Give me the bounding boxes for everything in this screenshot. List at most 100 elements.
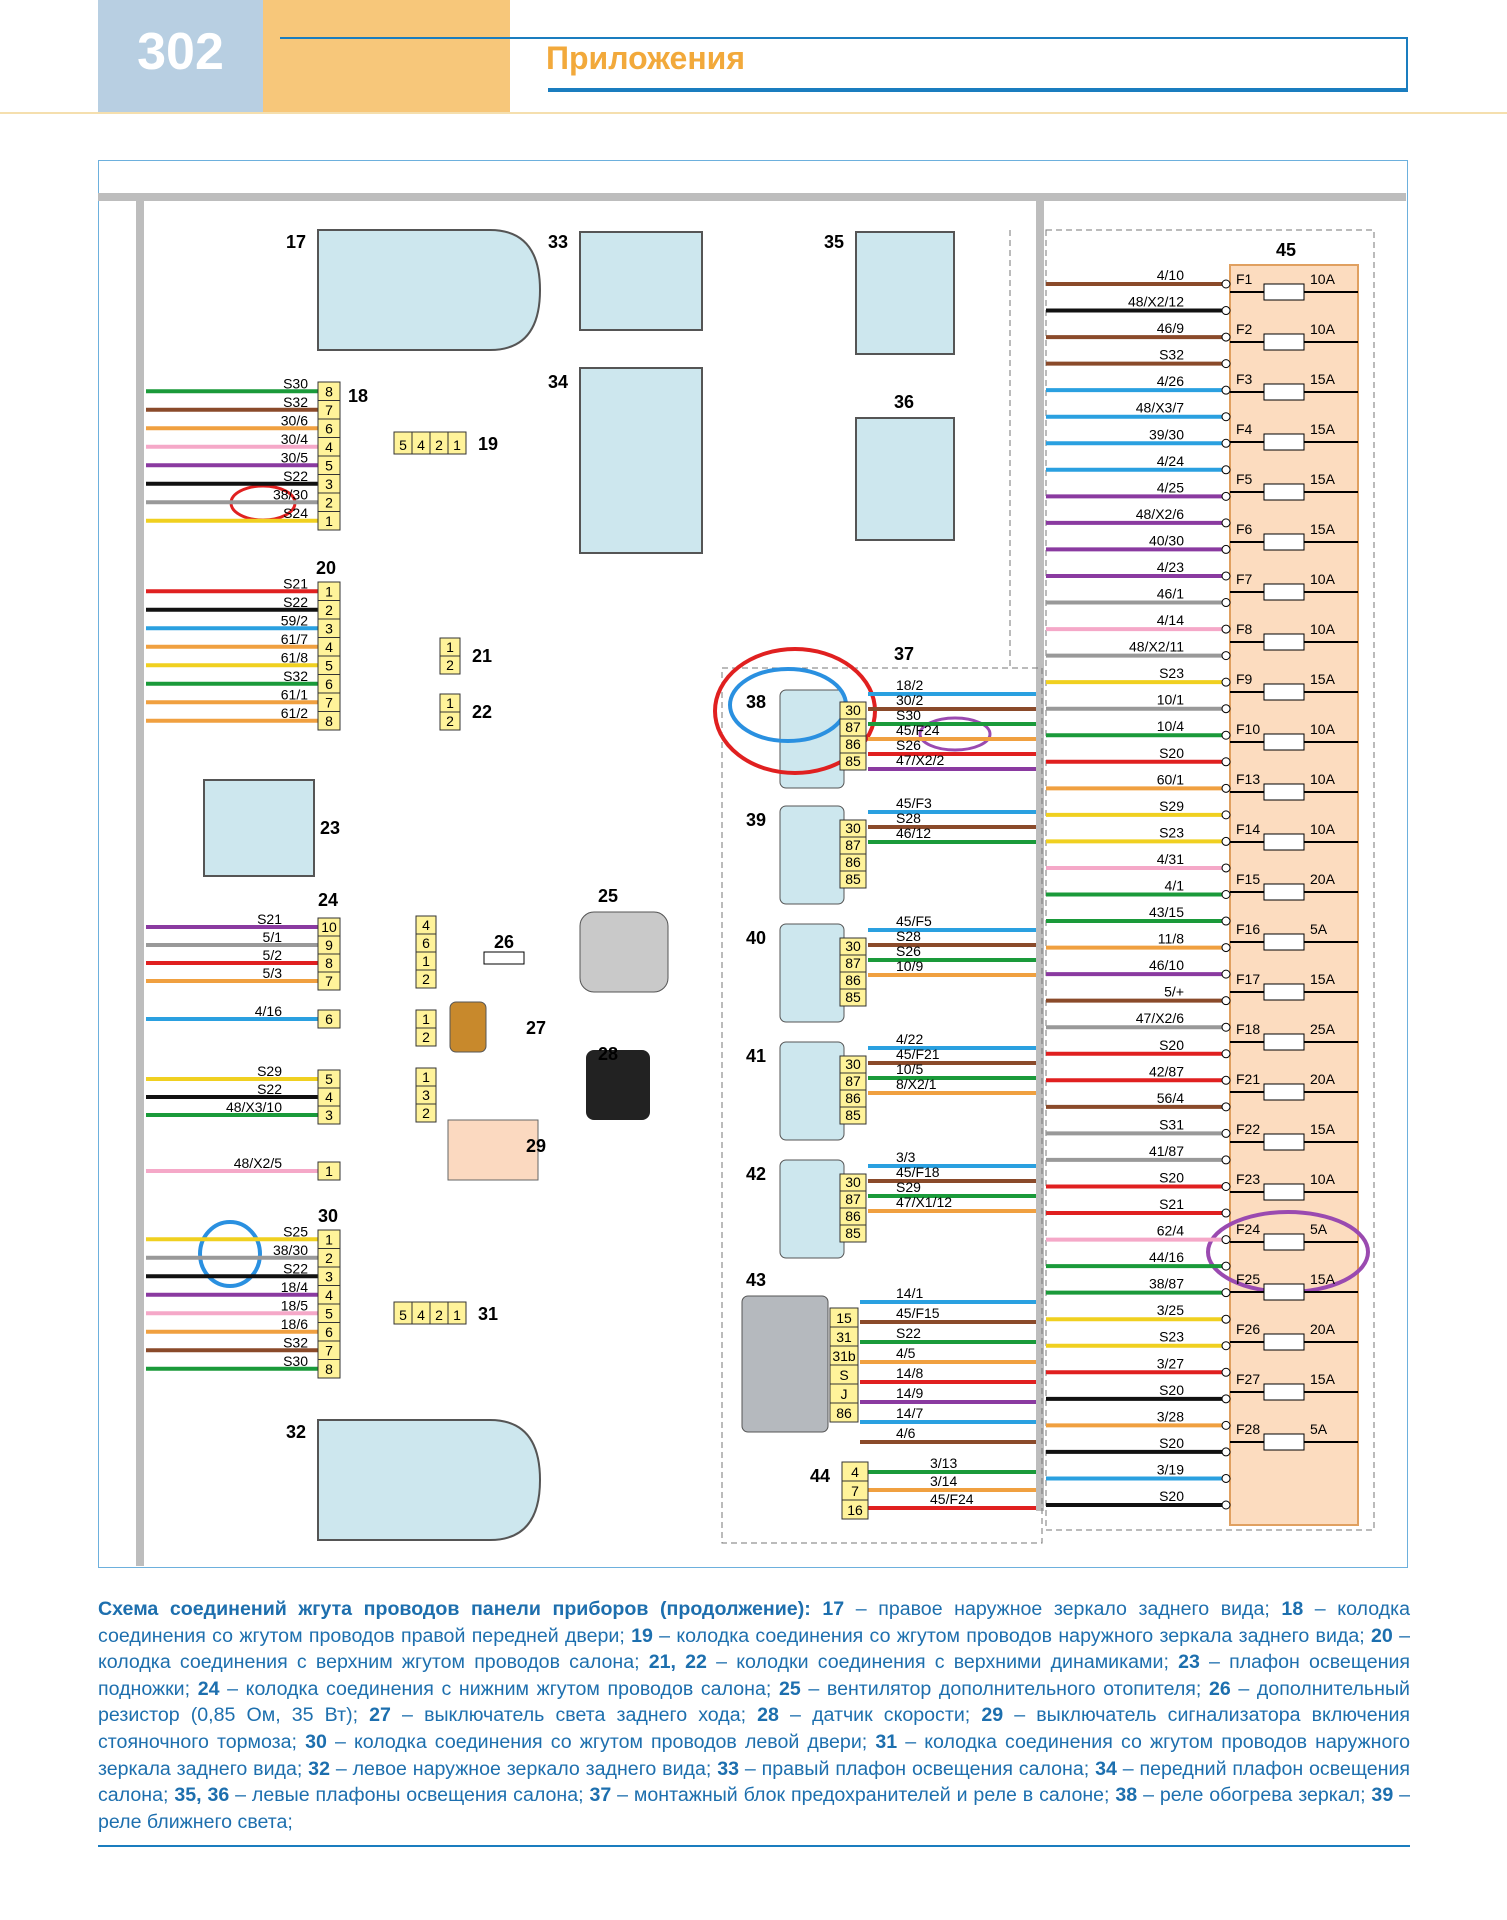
caption-item-text-5: – плафон освещения подножки; xyxy=(98,1651,1411,1700)
fuse-rating-F3: 15A xyxy=(1310,371,1336,387)
module43-wire-label-4: 14/8 xyxy=(896,1365,923,1381)
connector18-wire-label-2: 30/6 xyxy=(281,412,308,428)
relay-r38-pin-0-label: 30 xyxy=(845,702,861,718)
caption-item-text-13: – колодка соединения со жгутом проводов … xyxy=(98,1730,1410,1780)
fuse-F24 xyxy=(1263,1233,1305,1251)
connector24-wire-label-6: S22 xyxy=(257,1081,282,1097)
fuse-terminal-24 xyxy=(1221,916,1231,926)
fuse-terminal-16 xyxy=(1221,704,1231,714)
module43-wire-label-3: 4/5 xyxy=(896,1345,916,1361)
caption-item-number-7: 25 xyxy=(778,1677,801,1700)
fuse-wire-label-10: 40/30 xyxy=(1149,532,1184,548)
fuse-wire-label-14: 48/X2/11 xyxy=(1129,639,1184,655)
module43-wire-label-0: 14/1 xyxy=(896,1285,923,1301)
fuse-id-F14: F14 xyxy=(1236,821,1260,837)
module43-pin-3-label: S xyxy=(839,1367,848,1383)
fuse-rating-F22: 15A xyxy=(1310,1121,1336,1137)
fuse-wire-label-8: 4/25 xyxy=(1157,479,1184,495)
fuse-block-outline xyxy=(1045,229,1375,1531)
fuse-wire-label-16: 10/1 xyxy=(1157,692,1184,708)
caption-item-text-11: – выключатель сигнализатора включения ст… xyxy=(98,1704,1411,1753)
relay-r39-pin-3-label: 85 xyxy=(845,871,861,887)
component-number-c19: 19 xyxy=(478,434,498,454)
connector28-pin-2-label: 2 xyxy=(422,1105,430,1121)
relay-r38-wire-label-1: 30/2 xyxy=(896,692,923,708)
connector18-wire-label-1: S32 xyxy=(283,394,308,410)
fuse-terminal-11 xyxy=(1221,571,1231,581)
fuse-wire-label-21: S23 xyxy=(1159,824,1184,840)
fuse-rating-F17: 15A xyxy=(1310,971,1336,987)
connector24-pin-4-label: 6 xyxy=(325,1011,333,1027)
component-number-c36: 36 xyxy=(894,392,914,412)
fuse-id-F9: F9 xyxy=(1236,671,1253,687)
connector24-wire-label-1: 5/1 xyxy=(263,929,283,945)
fuse-F6 xyxy=(1263,533,1305,551)
fuse-terminal-8 xyxy=(1221,491,1231,501)
fuse-id-F25: F25 xyxy=(1236,1271,1260,1287)
connector30-pin-4-label: 5 xyxy=(325,1306,333,1322)
connector24-wire-label-5: S29 xyxy=(257,1063,282,1079)
fuse-rating-F13: 10A xyxy=(1310,771,1336,787)
connector30-wire-label-0: S25 xyxy=(283,1223,308,1239)
caption-item-number-18: 37 xyxy=(589,1784,612,1807)
fuse-wire-label-17: 10/4 xyxy=(1157,718,1184,734)
caption-item-text-1: – колодка соединения со жгутом проводов … xyxy=(98,1598,1410,1647)
relay-r42-wire-label-1: 45/F18 xyxy=(896,1164,940,1180)
module43-wire-label-5: 14/9 xyxy=(896,1385,923,1401)
connector27-pin-1-label: 2 xyxy=(422,1029,430,1045)
connector31-pin-0-label: 5 xyxy=(399,1307,407,1323)
fuse-terminal-19 xyxy=(1221,783,1231,793)
relay-r42-pin-3-label: 85 xyxy=(845,1225,861,1241)
caption-item-number-4: 21, 22 xyxy=(648,1651,707,1674)
fuse-wire-label-3: S32 xyxy=(1159,347,1184,363)
fuse-F4 xyxy=(1263,433,1305,451)
connector30-wire-label-3: 18/4 xyxy=(281,1279,308,1295)
fuse-wire-label-30: 42/87 xyxy=(1149,1063,1184,1079)
connector20-pin-4-label: 5 xyxy=(325,658,333,674)
component-number-c42: 42 xyxy=(746,1164,766,1184)
component-number-c20: 20 xyxy=(316,558,336,578)
relay-r42-pin-3 xyxy=(839,1224,867,1243)
relay-r39-wire-label-1: S28 xyxy=(896,810,921,826)
module43-wire-label-1: 45/F15 xyxy=(896,1305,940,1321)
fuse-id-F18: F18 xyxy=(1236,1021,1260,1037)
relay-r40-pin-1-label: 87 xyxy=(845,955,861,971)
component-number-c31: 31 xyxy=(478,1304,498,1324)
connector44-pin-2-label: 16 xyxy=(847,1502,863,1518)
caption-title: Схема соединений жгута проводов панели п… xyxy=(98,1598,811,1620)
relay-r38-pin-3-label: 85 xyxy=(845,753,861,769)
fuse-terminal-41 xyxy=(1221,1367,1231,1377)
bottom-rule xyxy=(98,1845,1410,1847)
component-number-c30: 30 xyxy=(318,1206,338,1226)
connector25-pin-3 xyxy=(415,969,437,989)
relay-r40-wire-label-3: 10/9 xyxy=(896,958,923,974)
figure-caption: Схема соединений жгута проводов панели п… xyxy=(98,1596,1410,1835)
relay-r41-wire-label-0: 4/22 xyxy=(896,1031,923,1047)
connector27-pin-1 xyxy=(415,1027,437,1047)
relay-r38-wire-label-4: S26 xyxy=(896,737,921,753)
header-rule-end xyxy=(1406,37,1408,92)
component-number-c39: 39 xyxy=(746,810,766,830)
fuse-id-F28: F28 xyxy=(1236,1421,1260,1437)
relay-41 xyxy=(779,1041,845,1141)
heater-fan-25 xyxy=(579,911,669,993)
fuse-wire-label-41: 3/27 xyxy=(1157,1355,1184,1371)
relay-r38-wire-label-2: S30 xyxy=(896,707,921,723)
relay-r38-wire-label-3: 45/F24 xyxy=(896,722,940,738)
component-number-c44: 44 xyxy=(810,1466,830,1486)
fuse-wire-label-32: S31 xyxy=(1159,1116,1184,1132)
fuse-terminal-23 xyxy=(1221,890,1231,899)
caption-item-number-3: 20 xyxy=(1370,1624,1393,1647)
connector30-wire-label-2: S22 xyxy=(283,1260,308,1276)
connector20-wire-label-4: 61/8 xyxy=(281,649,308,665)
fuse-terminal-36 xyxy=(1221,1235,1231,1245)
fuse-terminal-37 xyxy=(1221,1261,1231,1271)
fuse-terminal-12 xyxy=(1221,598,1231,608)
module43-pin-0-label: 15 xyxy=(836,1310,852,1326)
connector18-pin-0-label: 8 xyxy=(325,384,333,400)
connector24-wire-label-8: 48/X2/5 xyxy=(234,1155,282,1171)
connector30-pin-0-label: 1 xyxy=(325,1232,333,1248)
module43-pin-4-label: J xyxy=(841,1386,848,1402)
section-title: Приложения xyxy=(546,40,745,76)
resistor-26 xyxy=(483,951,525,965)
